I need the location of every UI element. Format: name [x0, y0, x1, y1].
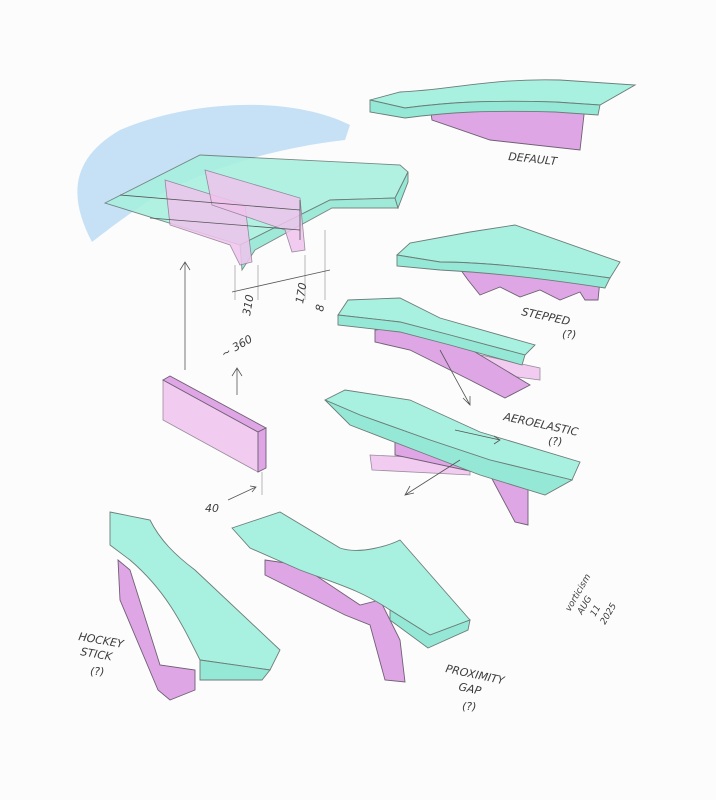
dim-360-label: ~ 360 — [219, 332, 255, 360]
dim-8-label: 8 — [313, 303, 327, 312]
curved-arrows — [439, 349, 471, 406]
label-stepped: STEPPED — [520, 305, 571, 328]
signature-line4: 2025 — [599, 601, 619, 626]
sky-backdrop — [77, 104, 350, 242]
variant-aeroelastic: AEROELASTIC (?) — [323, 389, 581, 526]
signature: vorticism AUG 11 2025 — [564, 572, 619, 626]
proximity-plate-front — [389, 609, 471, 649]
blade-detail-face — [162, 379, 259, 473]
dim-40-label: 40 — [205, 502, 219, 515]
curved-plate-front — [337, 314, 526, 366]
label-proximity-line2: GAP — [457, 680, 482, 698]
label-aeroelastic-q: (?) — [548, 435, 562, 448]
blade-detail-side — [257, 427, 267, 473]
proximity-fin — [264, 559, 406, 683]
dim-170-label: 170 — [293, 282, 309, 305]
arrow-up-left — [179, 261, 191, 370]
main-blade-2 — [204, 169, 306, 253]
variant-default: DEFAULT — [369, 79, 637, 168]
aero-arrows — [404, 429, 501, 496]
blade-detail: 40 — [162, 375, 267, 515]
arrow-up-right — [231, 367, 243, 395]
dim-310-label: 310 — [240, 294, 256, 317]
hockey-plate-front — [199, 659, 271, 681]
dim-baseline — [231, 269, 331, 293]
signature-line3: 11 — [589, 604, 603, 619]
label-default: DEFAULT — [508, 150, 559, 168]
label-hockey-q: (?) — [90, 665, 104, 678]
variant-hockey-stick: HOCKEY STICK (?) — [77, 511, 281, 701]
stepped-plate-front — [396, 254, 611, 289]
dim-40-arrow — [227, 485, 257, 501]
aero-plate-front — [324, 399, 574, 496]
hockey-fin — [117, 558, 196, 701]
variant-stepped: STEPPED (?) — [396, 224, 621, 341]
main-plate-side — [394, 171, 409, 210]
default-plate-front — [369, 99, 601, 119]
label-hockey-line2: STICK — [79, 645, 113, 663]
main-assembly: 310 170 8 ~ 360 — [77, 104, 409, 395]
label-proximity-q: (?) — [462, 700, 476, 713]
variant-curved — [337, 297, 541, 406]
label-aeroelastic: AEROELASTIC — [501, 410, 579, 439]
label-stepped-q: (?) — [562, 328, 576, 341]
variant-proximity-gap: PROXIMITY GAP (?) — [231, 511, 507, 713]
main-plate-line — [119, 194, 301, 240]
